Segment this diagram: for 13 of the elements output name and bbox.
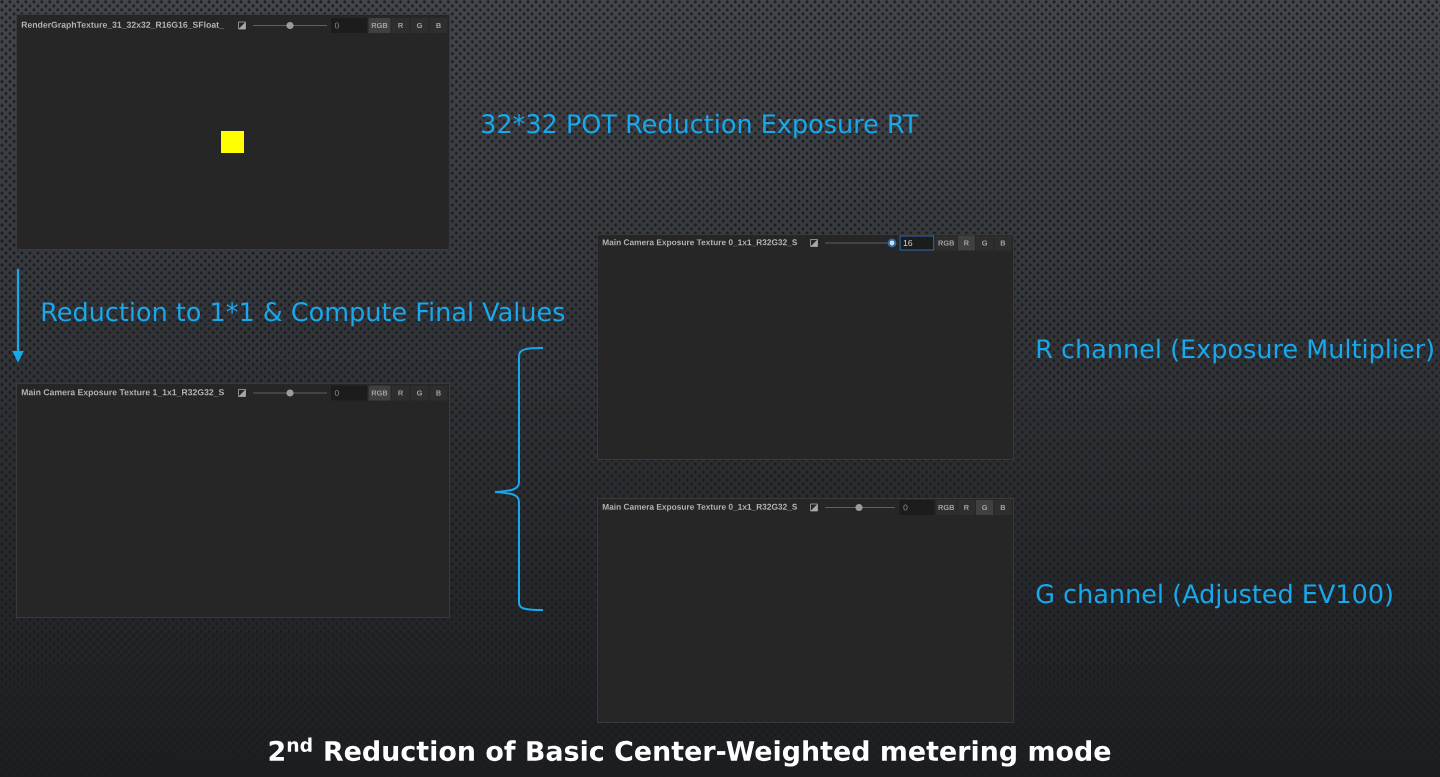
caption: 2$^{nd}$ Reduction of Basic Center-Weighted metering mode [269,737,1111,767]
value-field: 0 [899,500,935,515]
texture-name: Main Camera Exposure Texture 0_1x1_R32G32_S [602,503,798,512]
texture-name: Main Camera Exposure Texture 0_1x1_R32G32_S [602,239,798,247]
edge-label: Reduction to 1*1 & Compute Final Values [42,301,565,327]
annotation: 32*32 POT Reduction Exposure RT [482,113,919,139]
texture-name: RenderGraphTexture_31_32x32_R16G16_SFloat_ [21,21,224,30]
annotation: R channel (Exposure Multiplier) [1037,338,1433,364]
value-field: 16 [899,235,935,251]
texture-name: Main Camera Exposure Texture 1_1x1_R32G32_S [21,388,224,398]
value-field: 0 [331,385,367,401]
value-field: 0 [331,18,367,33]
annotation: G channel (Adjusted EV100) [1036,583,1392,609]
